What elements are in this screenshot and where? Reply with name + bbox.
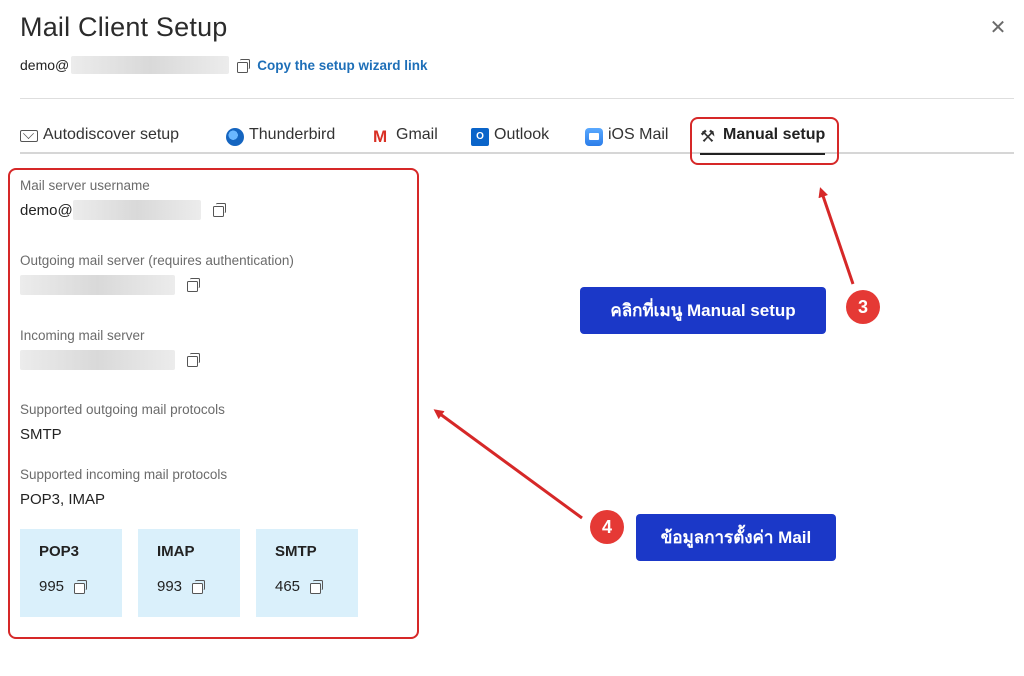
header-divider: [20, 98, 1014, 99]
copy-setup-link[interactable]: Copy the setup wizard link: [257, 57, 428, 73]
tab-thunderbird[interactable]: Thunderbird: [226, 126, 335, 154]
copy-icon[interactable]: [212, 203, 227, 217]
copy-icon[interactable]: [192, 579, 206, 594]
outlook-icon: O: [471, 128, 489, 146]
port-protocol: SMTP: [275, 543, 317, 560]
step3-number: 3: [846, 290, 880, 324]
outgoing-server-label: Outgoing mail server (requires authentic…: [20, 253, 294, 268]
tab-autodiscover[interactable]: Autodiscover setup: [20, 126, 179, 154]
tab-gmail[interactable]: M Gmail: [373, 126, 438, 154]
highlight-setup-details: [8, 168, 419, 639]
port-number: 465: [275, 578, 301, 595]
tab-label: Manual setup: [723, 126, 826, 143]
client-tabs: Autodiscover setup Thunderbird M Gmail O…: [20, 126, 1014, 155]
gmail-icon: M: [373, 127, 388, 146]
tab-label: Autodiscover setup: [43, 126, 180, 143]
arrow-step4: [433, 409, 583, 520]
username-field: Mail server username demo@: [20, 178, 227, 221]
port-card-pop3: POP3 995: [20, 529, 122, 617]
ios-mail-icon: [585, 128, 603, 146]
incoming-server-value: [20, 349, 201, 371]
redacted-outgoing-server: [20, 275, 175, 295]
port-card-smtp: SMTP 465: [256, 529, 358, 617]
tab-manual-setup[interactable]: ⚒ Manual setup: [700, 126, 826, 155]
redacted-username: [72, 200, 201, 220]
tab-label: iOS Mail: [608, 126, 669, 143]
setup-link-row: demo@ Copy the setup wizard link: [20, 55, 428, 75]
port-value-row: 995: [39, 578, 122, 595]
highlight-manual-setup-tab: [690, 117, 839, 165]
account-email: demo@: [20, 57, 70, 73]
incoming-server-label: Incoming mail server: [20, 328, 145, 343]
username-value: demo@: [20, 199, 227, 221]
dialog-title: Mail Client Setup: [20, 12, 228, 42]
username-text: demo@: [20, 201, 73, 219]
outgoing-protocols-value: SMTP: [20, 425, 62, 443]
username-label: Mail server username: [20, 178, 150, 193]
arrow-step3: [818, 187, 855, 285]
tab-ios-mail[interactable]: iOS Mail: [585, 126, 668, 154]
copy-icon[interactable]: [237, 58, 251, 73]
port-value-row: 993: [157, 578, 240, 595]
redacted-incoming-server: [20, 350, 175, 370]
incoming-server-field: Incoming mail server: [20, 328, 201, 371]
incoming-protocols-value: POP3, IMAP: [20, 490, 106, 508]
copy-icon[interactable]: [187, 278, 201, 292]
incoming-protocols-field: Supported incoming mail protocols POP3, …: [20, 467, 227, 510]
tab-outlook[interactable]: O Outlook: [471, 126, 549, 154]
outgoing-protocols-label: Supported outgoing mail protocols: [20, 402, 225, 417]
copy-icon[interactable]: [74, 579, 88, 594]
close-icon[interactable]: ✕: [989, 17, 1007, 39]
thunderbird-icon: [226, 128, 244, 146]
incoming-protocols-label: Supported incoming mail protocols: [20, 467, 228, 482]
tab-label: Outlook: [494, 126, 550, 143]
step4-badge: ข้อมูลการตั้งค่า Mail: [636, 514, 836, 561]
port-cards: POP3 995 IMAP 993 SMTP 465: [20, 529, 358, 617]
copy-icon[interactable]: [310, 579, 324, 594]
port-protocol: POP3: [39, 543, 80, 560]
redacted-email: [71, 56, 230, 74]
tools-icon: ⚒: [700, 127, 716, 146]
outgoing-protocols-field: Supported outgoing mail protocols SMTP: [20, 402, 225, 445]
port-number: 993: [157, 578, 183, 595]
port-card-imap: IMAP 993: [138, 529, 240, 617]
outgoing-server-value: [20, 274, 294, 296]
tab-label: Gmail: [396, 126, 438, 143]
step3-badge: คลิกที่เมนู Manual setup: [580, 287, 826, 334]
envelope-icon: [20, 130, 38, 142]
copy-icon[interactable]: [187, 353, 201, 367]
outgoing-server-field: Outgoing mail server (requires authentic…: [20, 253, 294, 296]
port-value-row: 465: [275, 578, 358, 595]
step4-number: 4: [590, 510, 624, 544]
port-number: 995: [39, 578, 65, 595]
tab-label: Thunderbird: [249, 126, 336, 143]
port-protocol: IMAP: [157, 543, 195, 560]
